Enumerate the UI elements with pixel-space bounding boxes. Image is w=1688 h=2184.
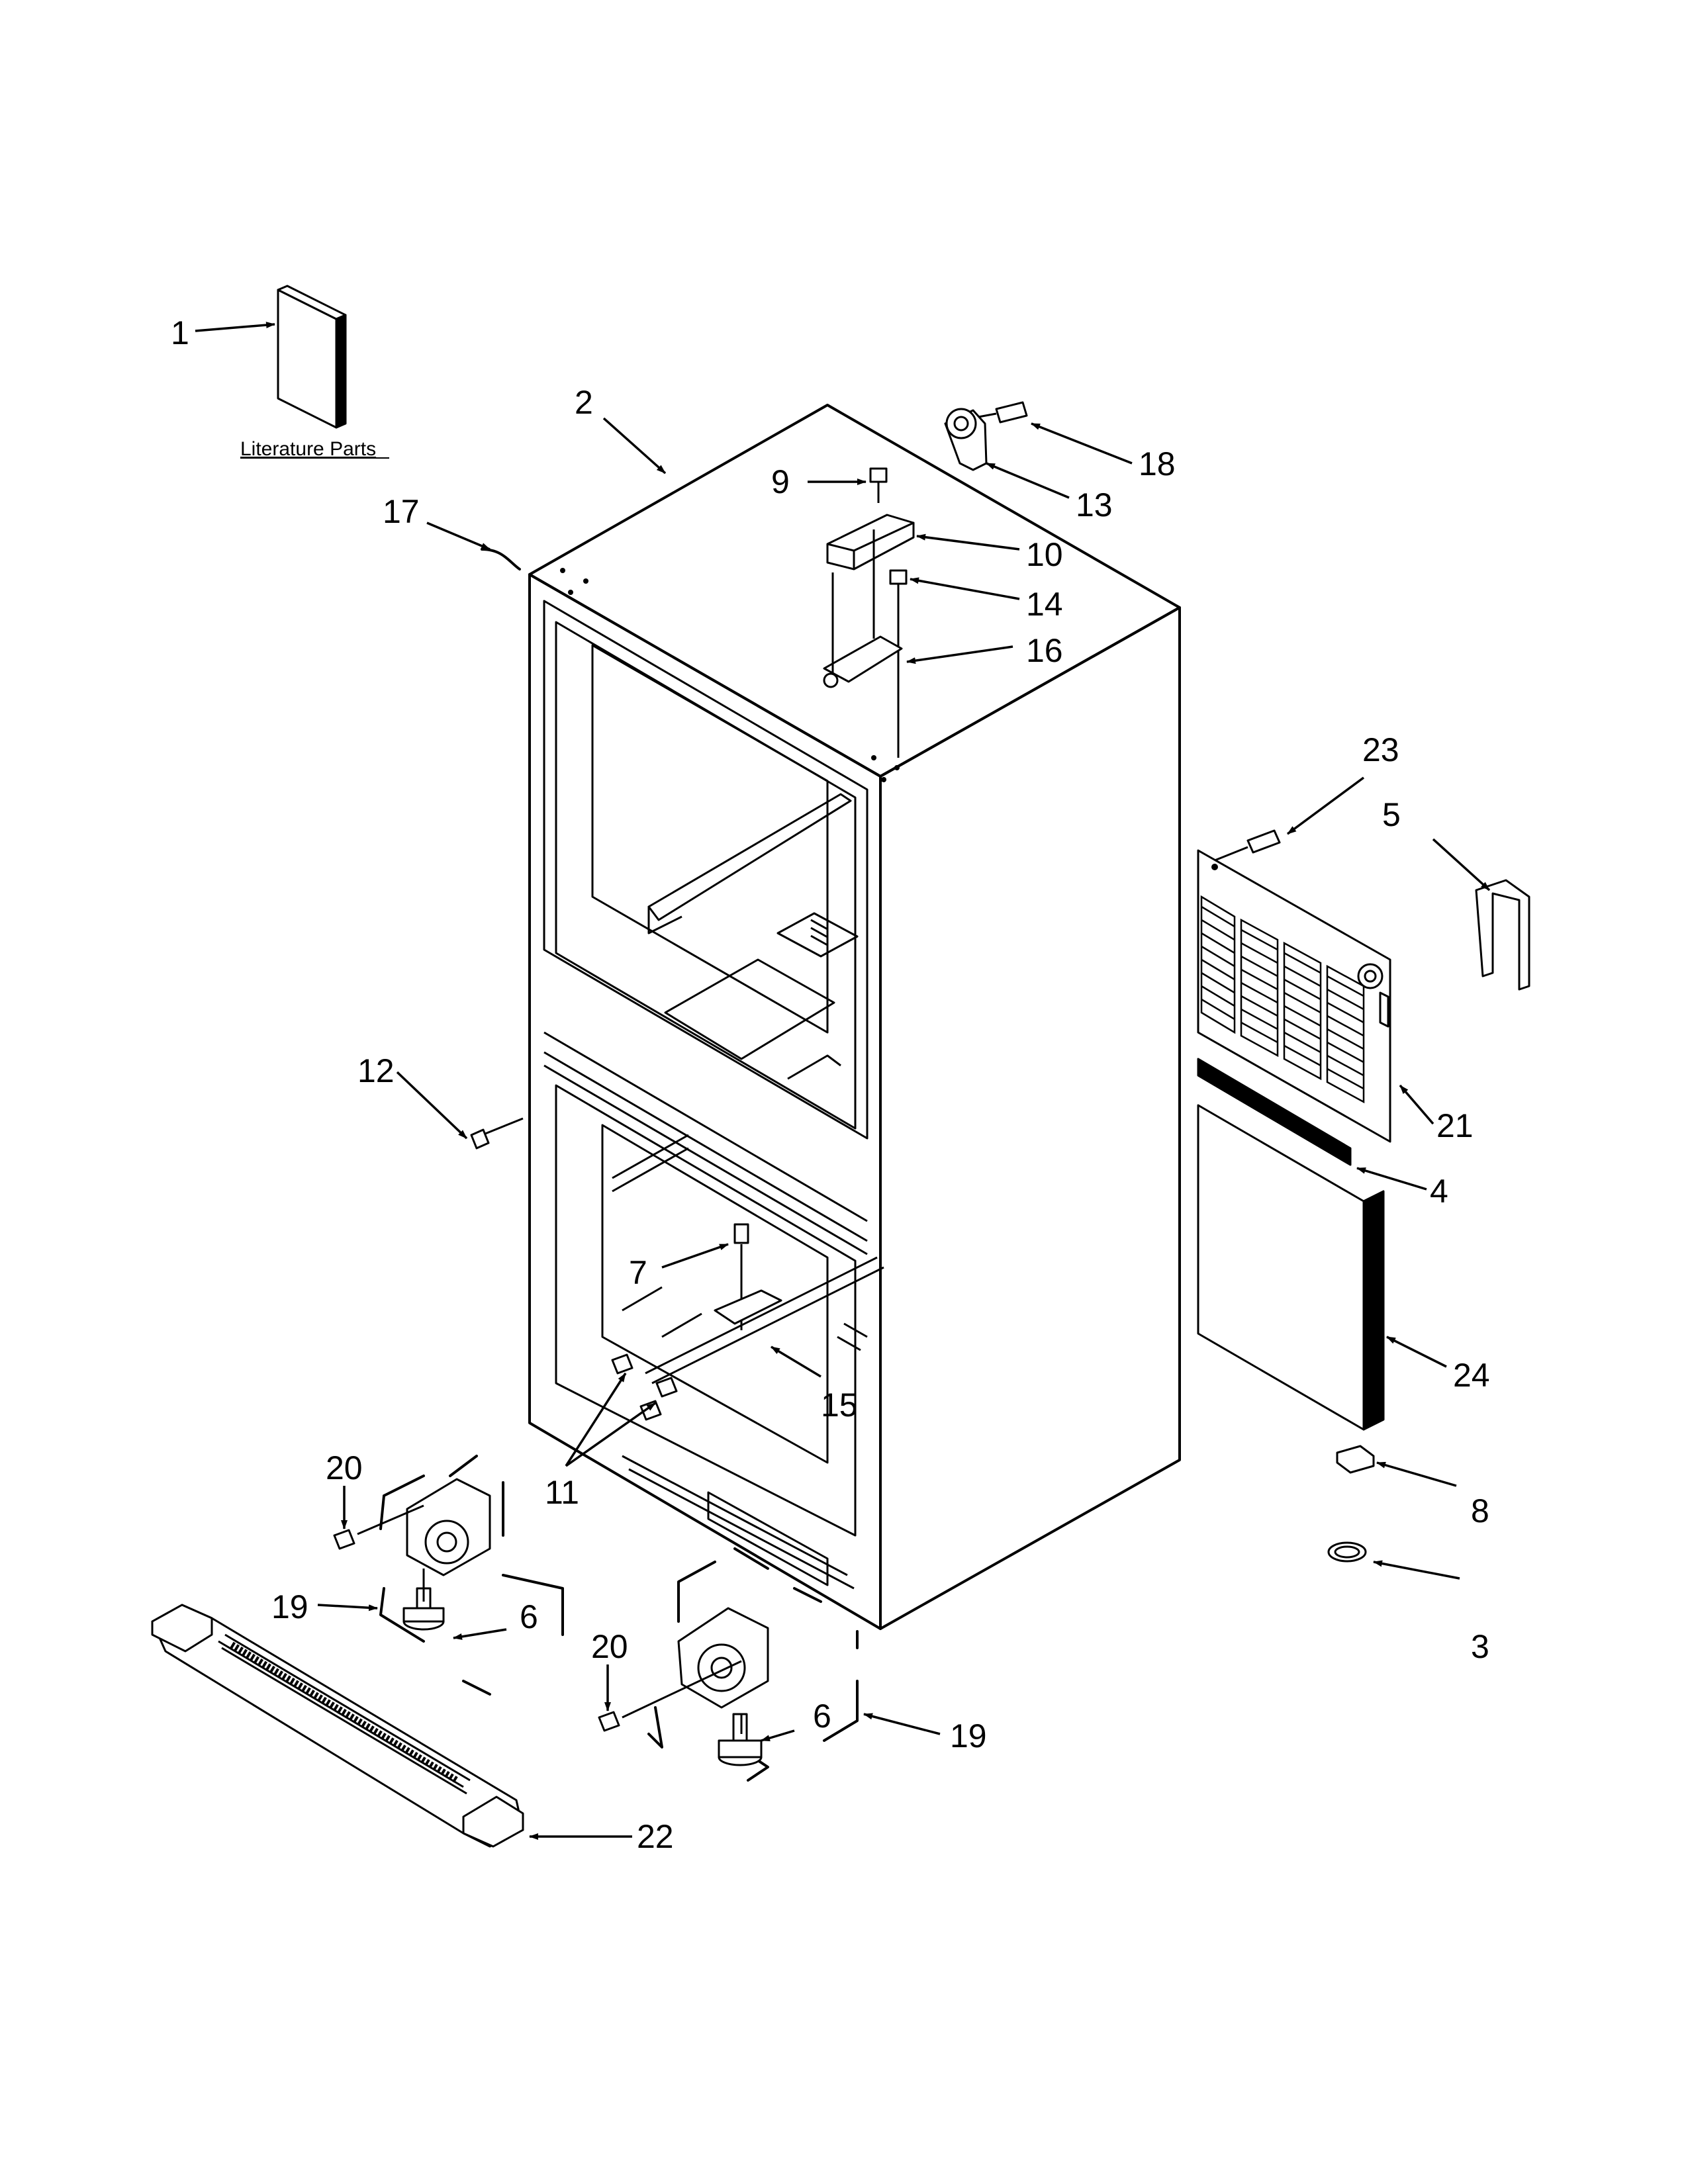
callout-1: 1 bbox=[171, 314, 189, 351]
callout-10: 10 bbox=[1026, 536, 1063, 573]
trim-clip bbox=[1475, 879, 1530, 991]
callout-13: 13 bbox=[1076, 486, 1113, 523]
callout-14: 14 bbox=[1026, 586, 1063, 623]
toe-grille bbox=[151, 1604, 524, 1848]
rollers-mount bbox=[611, 1223, 884, 1421]
callout-15: 15 bbox=[821, 1387, 858, 1424]
callout-7: 7 bbox=[629, 1254, 647, 1291]
callout-11: 11 bbox=[545, 1474, 579, 1511]
callout-17: 17 bbox=[383, 493, 420, 530]
callout-6-right: 6 bbox=[813, 1698, 831, 1735]
top-hinge-assembly bbox=[823, 401, 1028, 758]
access-panel bbox=[1197, 849, 1391, 1143]
leader-lines bbox=[195, 322, 1491, 1840]
callout-9: 9 bbox=[771, 463, 790, 500]
callout-12: 12 bbox=[357, 1052, 395, 1089]
ring-3 bbox=[1327, 1541, 1367, 1563]
callout-2: 2 bbox=[575, 384, 593, 421]
callout-19-left: 19 bbox=[271, 1588, 308, 1625]
callout-23: 23 bbox=[1362, 731, 1399, 768]
callout-20-left: 20 bbox=[326, 1449, 363, 1486]
roller-assembly-right bbox=[598, 1547, 859, 1782]
screw-12 bbox=[470, 1117, 524, 1150]
literature-parts-caption: Literature Parts bbox=[240, 438, 376, 460]
literature-booklet bbox=[277, 285, 347, 429]
screw-23 bbox=[1214, 829, 1281, 862]
callout-6-left: 6 bbox=[520, 1598, 538, 1635]
callout-4: 4 bbox=[1430, 1173, 1448, 1210]
clip-8 bbox=[1336, 1445, 1375, 1474]
callout-3: 3 bbox=[1471, 1628, 1489, 1665]
refrigerator-cabinet bbox=[528, 404, 1181, 1630]
callout-22: 22 bbox=[637, 1818, 674, 1855]
callout-16: 16 bbox=[1026, 632, 1063, 669]
callout-8: 8 bbox=[1471, 1492, 1489, 1529]
callout-20-right: 20 bbox=[591, 1628, 628, 1665]
callout-18: 18 bbox=[1139, 445, 1176, 482]
callout-24: 24 bbox=[1453, 1357, 1490, 1394]
front-panel bbox=[1197, 1104, 1385, 1431]
callout-5: 5 bbox=[1382, 796, 1401, 833]
wire-clip bbox=[481, 548, 521, 570]
callout-21: 21 bbox=[1436, 1107, 1474, 1144]
roller-assembly-left bbox=[333, 1455, 564, 1696]
callout-19-right: 19 bbox=[950, 1717, 987, 1754]
